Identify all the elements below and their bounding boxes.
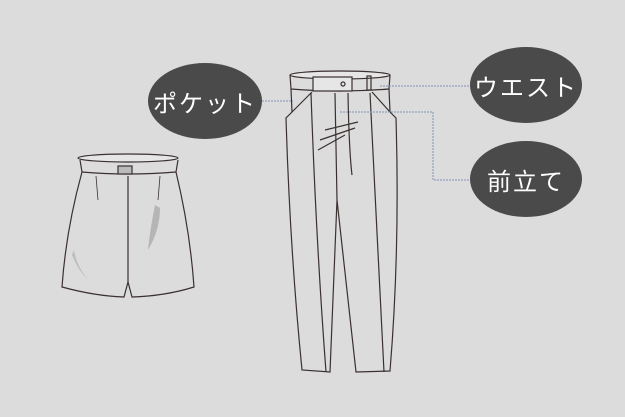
pocket-label: ポケット [148, 63, 262, 139]
trousers-drawing [285, 70, 398, 373]
fly-label: 前立て [470, 141, 582, 217]
shorts-drawing [61, 153, 195, 298]
leader-lines [262, 85, 470, 181]
waist-label: ウエスト [470, 47, 582, 123]
fly-leader-line [340, 111, 470, 181]
